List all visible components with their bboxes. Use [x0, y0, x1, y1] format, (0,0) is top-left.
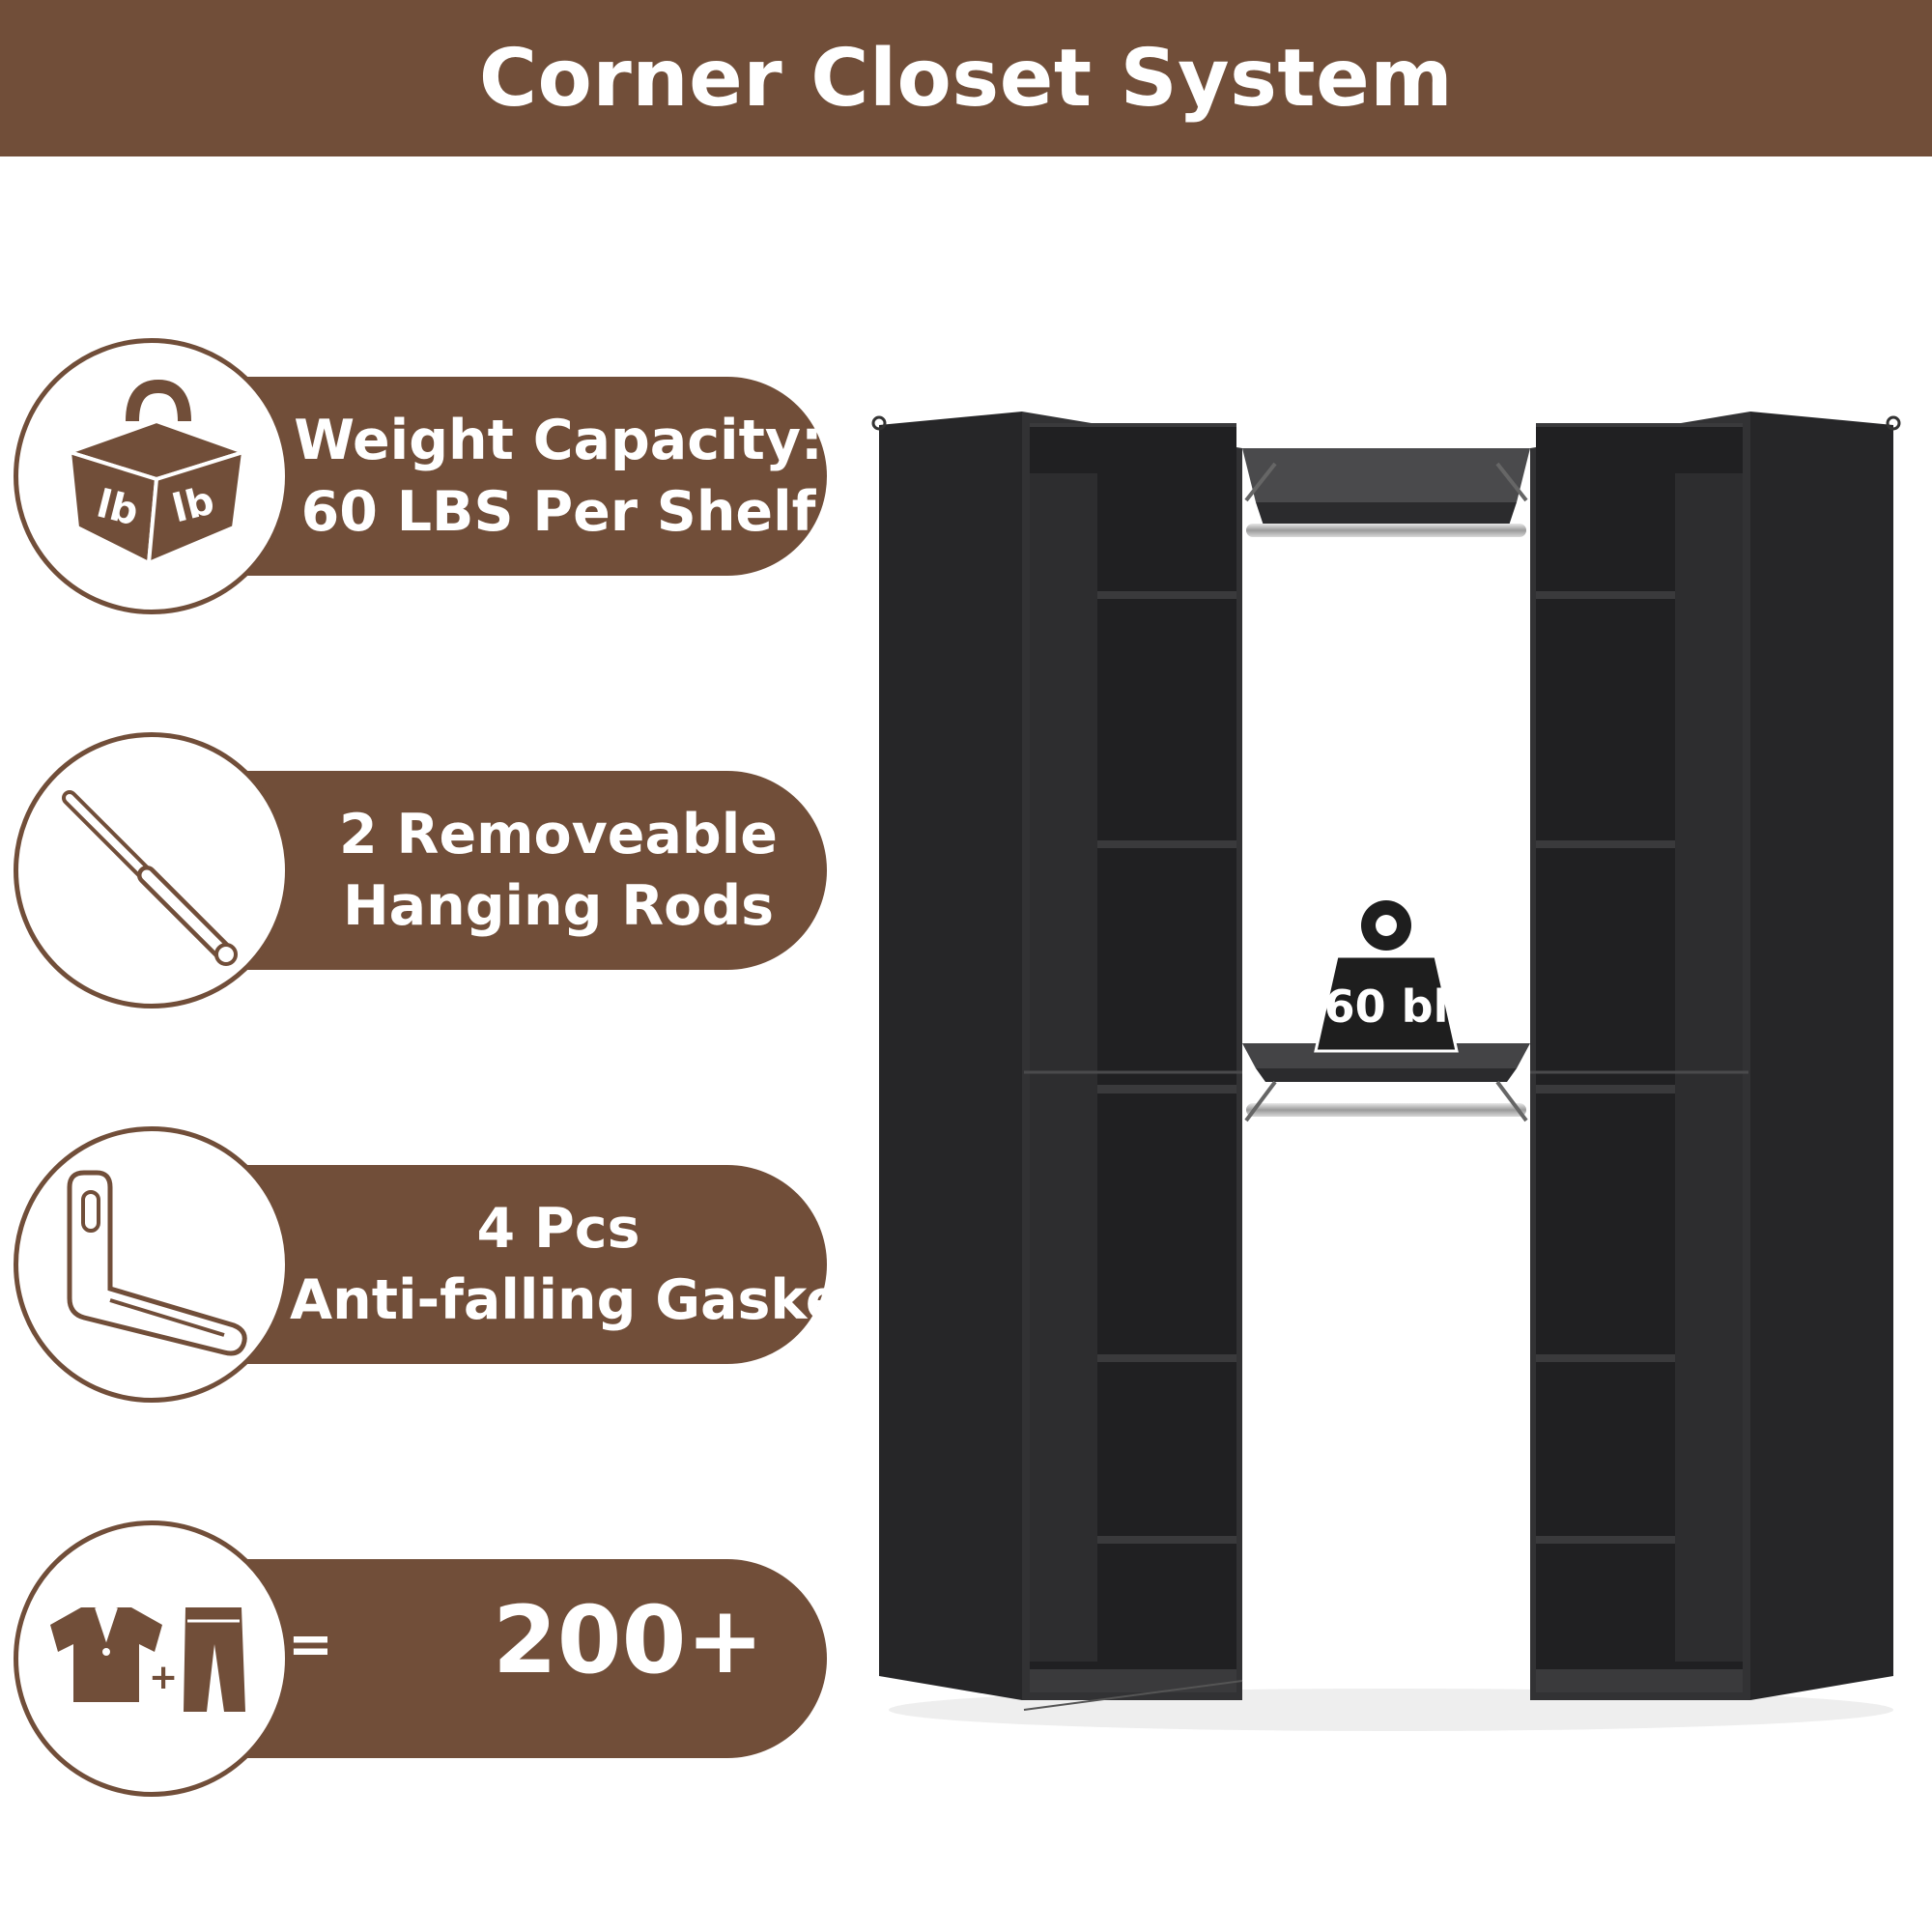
l-bracket-icon	[67, 1170, 247, 1356]
feature-text-line: 4 Pcs	[476, 1197, 640, 1261]
feature-clothes-capacity: = 200+ +	[0, 1520, 840, 1801]
hanging-rod-top	[1246, 524, 1526, 537]
feature-hanging-rods: 2 Removeable Hanging Rods	[0, 732, 840, 1012]
left-tower	[879, 412, 1243, 1711]
feature-icon-circle: lb lb	[14, 338, 290, 614]
corner-closet-illustration: 60 bl	[850, 367, 1922, 1743]
feature-icon-circle	[14, 732, 290, 1009]
weight-lb-icon: lb lb	[63, 379, 250, 567]
feature-text-line: Hanging Rods	[342, 874, 775, 938]
hanging-rod-icon	[62, 790, 238, 966]
feature-text-line: Weight Capacity:	[294, 409, 823, 472]
weight-badge-icon: 60 bl	[1314, 900, 1459, 1053]
page-title: Corner Closet System	[478, 32, 1454, 125]
weight-badge-label: 60 bl	[1324, 980, 1449, 1033]
feature-text-line: 60 LBS Per Shelf	[300, 480, 816, 544]
feature-text-line: 2 Removeable	[339, 803, 778, 867]
feature-weight-capacity: Weight Capacity: 60 LBS Per Shelf lb lb	[0, 338, 840, 618]
feature-text-line: Anti-falling Gaskets	[290, 1268, 902, 1332]
feature-icon-circle	[14, 1126, 290, 1403]
hanging-rod-bottom	[1246, 1103, 1526, 1117]
feature-icon-circle: +	[14, 1520, 290, 1797]
right-tower	[1530, 412, 1893, 1700]
clothes-count-value: 200+	[493, 1586, 764, 1694]
shirt-plus-pants-icon: +	[50, 1606, 245, 1712]
title-banner: Corner Closet System	[0, 0, 1932, 156]
equals-sign: =	[288, 1613, 333, 1676]
plus-sign: +	[149, 1658, 178, 1697]
feature-anti-falling-gaskets: 4 Pcs Anti-falling Gaskets	[0, 1126, 902, 1406]
